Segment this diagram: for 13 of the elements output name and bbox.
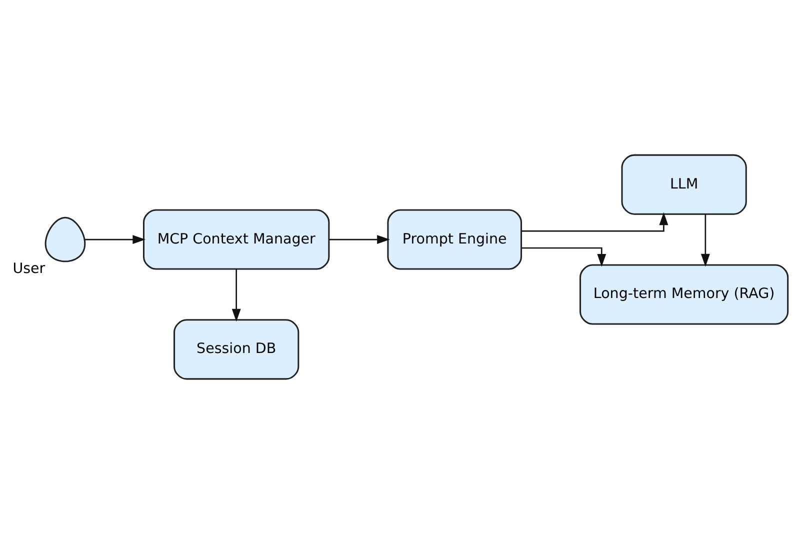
node-box: Session DB [174,318,300,380]
node-box: MCP Context Manager [142,208,330,270]
arrow [84,234,146,244]
arrow [700,214,710,266]
arrow [232,268,241,322]
node-label: User [12,260,46,276]
node-box: Prompt Engine [387,208,522,270]
arrow [522,246,606,266]
node-box: LLM [621,154,747,214]
node-person [44,216,86,262]
arrow [329,234,390,244]
node-box: Long-term Memory (RAG) [580,264,789,324]
arrow [521,212,668,232]
